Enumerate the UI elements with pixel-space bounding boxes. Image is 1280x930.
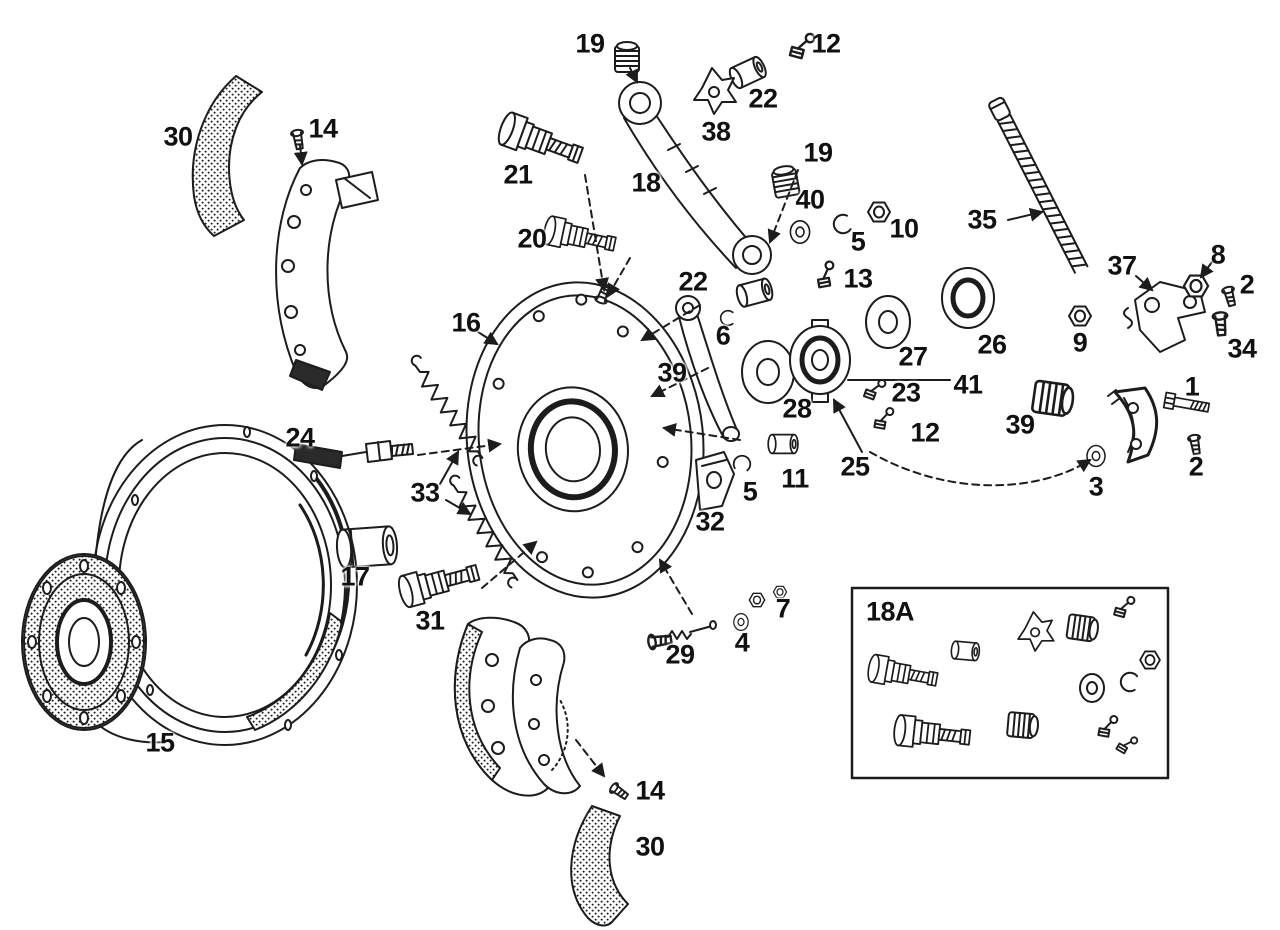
part-brake-lining-top	[191, 75, 263, 237]
part-washer-40	[789, 220, 811, 244]
part-washer-28	[741, 340, 795, 404]
part-washer-3	[1086, 444, 1106, 468]
part-washer-4	[733, 612, 749, 632]
part-backing-plate	[465, 281, 705, 599]
part-bracket-32	[695, 451, 735, 511]
part-grease-fitting-12-low	[873, 404, 895, 431]
part-lever-18	[618, 81, 772, 275]
part-anchor-pin-20	[540, 214, 619, 260]
part-brake-shoe-bottom-b	[511, 637, 581, 795]
part-grease-fitting-13	[814, 259, 838, 289]
part-bolt-1	[1162, 391, 1211, 417]
part-brake-lining-bottom	[570, 805, 629, 927]
part-nut-8	[1182, 274, 1210, 298]
part-spacer-17	[335, 525, 399, 569]
part-retainer-26	[941, 267, 995, 329]
part-washer-27	[865, 295, 911, 349]
part-spacer-11	[767, 433, 799, 455]
part-nut-19-top	[614, 41, 640, 73]
part-nut-7b	[772, 585, 788, 599]
part-bracket-37	[1123, 281, 1206, 353]
assembly-arrows	[293, 67, 1214, 778]
part-anchor-pin-31	[395, 555, 483, 610]
part-clevis	[1107, 386, 1159, 464]
part-cam-hub-25	[789, 319, 851, 403]
part-brake-cable-spring-35	[986, 95, 1090, 275]
part-anchor-pin-21	[494, 109, 587, 173]
part-pin-2-top	[1220, 284, 1239, 309]
part-clip-5-top	[830, 212, 853, 237]
part-screw-34	[1211, 310, 1231, 337]
part-nut-9	[1068, 305, 1092, 327]
part-nut-7a	[748, 592, 766, 608]
part-screw-14-bottom	[607, 780, 631, 803]
part-brake-drum	[21, 424, 358, 746]
part-brake-shoe-web	[275, 159, 379, 391]
part-spacer-22-top	[726, 54, 770, 91]
part-adjuster-rod-29	[646, 620, 717, 651]
part-clip-6	[719, 309, 734, 327]
part-spacer-22-mid	[733, 276, 776, 309]
part-nut-19-right	[769, 163, 801, 200]
part-clip-5-low	[732, 453, 753, 472]
part-adjuster-24	[293, 440, 414, 469]
part-grease-fitting-12-top	[788, 28, 817, 62]
part-nut-10	[867, 201, 891, 223]
inset-18a	[850, 586, 1170, 780]
part-screw-14-top	[289, 128, 307, 151]
part-knurled-nut-39	[1030, 379, 1077, 419]
part-pin-2-low	[1186, 433, 1204, 456]
